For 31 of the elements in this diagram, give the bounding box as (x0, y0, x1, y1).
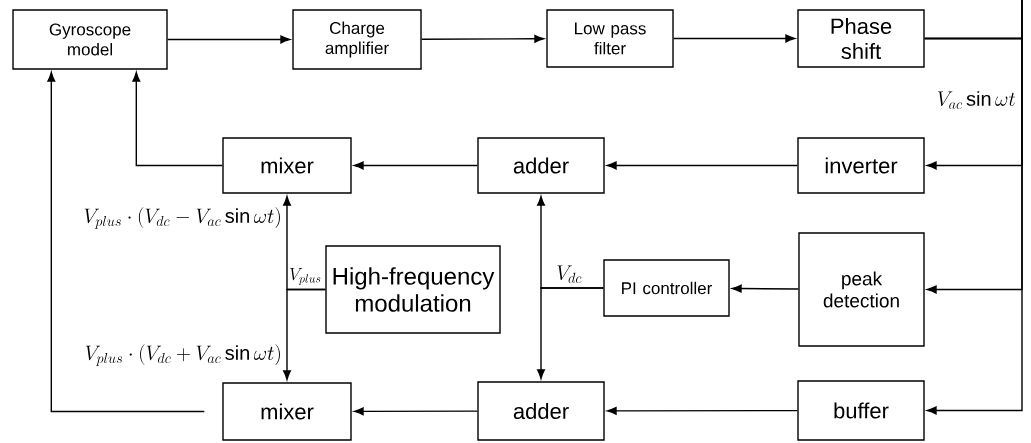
arrow (47, 71, 205, 413)
process-box: Charge amplifier (292, 9, 422, 70)
process-box: Low pass filter (546, 9, 674, 68)
process-box: peak detection (798, 232, 925, 347)
signal-label: $V_{dc}$ (557, 265, 582, 283)
arrow (731, 284, 799, 293)
arrow (353, 161, 478, 170)
arrow (606, 406, 798, 415)
edge-label: $V_{plus}\cdot(V_{dc}-V_{ac}\sin\omega t)$ (84, 207, 280, 229)
process-box: Gyroscope model (12, 9, 168, 70)
arrow (132, 71, 223, 167)
process-box: mixer (222, 382, 352, 441)
signal-label: $V_{plus}$ (290, 268, 321, 285)
process-box: adder (477, 137, 605, 194)
process-box: High-frequency modulation (325, 245, 501, 334)
process-box: mixer (222, 137, 352, 194)
edge-label: $V_{plus}\cdot(V_{dc}+V_{ac}\sin\omega t)$ (85, 344, 280, 366)
arrow (167, 35, 291, 44)
arrow (606, 161, 798, 170)
arrow (421, 34, 545, 43)
arrow (673, 34, 796, 43)
process-box: adder (477, 381, 605, 441)
process-box: inverter (797, 137, 925, 194)
process-box: buffer (797, 380, 925, 441)
arrow (537, 287, 604, 380)
arrow (283, 288, 326, 381)
arrow (924, 0, 1023, 415)
arrow (353, 407, 478, 416)
process-box: PI controller (603, 259, 730, 317)
edge-label: $V_{ac}\sin\omega t$ (937, 91, 1016, 109)
process-box: Phase shift (797, 9, 925, 68)
